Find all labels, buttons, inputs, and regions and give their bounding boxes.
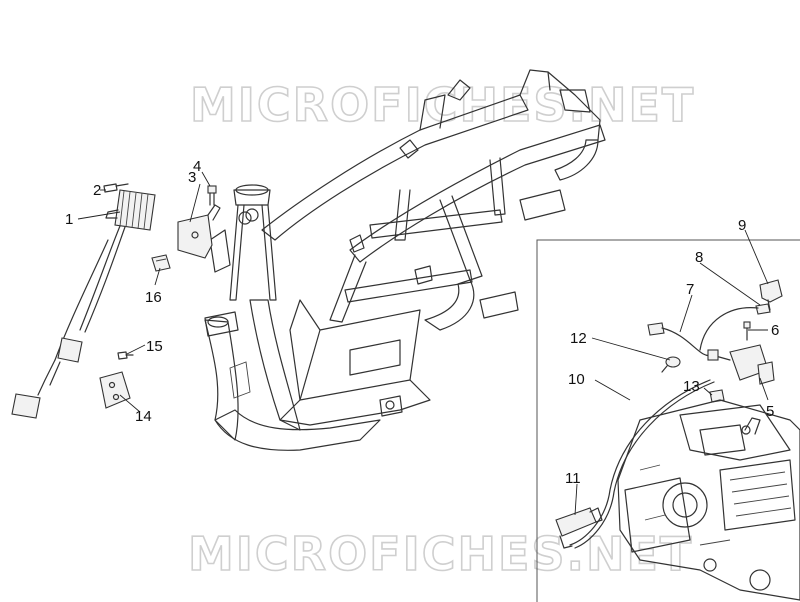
callout-15: 15 — [146, 338, 163, 355]
callout-1: 1 — [65, 211, 73, 228]
callout-12: 12 — [570, 330, 587, 347]
spark-plug-cap — [759, 279, 783, 311]
watermark-top: MICROFICHES.NET — [190, 78, 695, 132]
engine-block — [617, 399, 800, 601]
screw-15 — [117, 351, 134, 360]
callout-2: 2 — [93, 182, 101, 199]
bolt-6 — [743, 321, 751, 341]
callout-5: 5 — [766, 403, 774, 420]
callout-10: 10 — [568, 371, 585, 388]
hv-cable-7 — [647, 307, 759, 357]
watermark-bottom: MICROFICHES.NET — [188, 527, 693, 581]
callout-4: 4 — [193, 158, 201, 175]
detail-inset-frame — [536, 239, 800, 602]
rubber-plug-12 — [661, 356, 681, 373]
regulator-bracket — [177, 204, 221, 259]
callout-3: 3 — [188, 169, 196, 186]
voltage-regulator — [11, 189, 156, 419]
callout-6: 6 — [771, 322, 779, 339]
callout-13: 13 — [683, 378, 700, 395]
mounting-plate-14 — [99, 371, 131, 409]
callout-7: 7 — [686, 281, 694, 298]
ignition-coil — [707, 344, 775, 385]
callout-11: 11 — [565, 470, 581, 487]
fitting-8 — [755, 303, 771, 315]
bolt-4 — [207, 185, 217, 206]
scooter-frame — [204, 69, 606, 451]
callout-14: 14 — [135, 408, 152, 425]
clamp-13 — [709, 389, 725, 403]
callout-8: 8 — [695, 249, 703, 266]
sensor-11 — [555, 507, 603, 549]
leader-lines — [77, 171, 769, 516]
callout-9: 9 — [738, 217, 746, 234]
callout-16: 16 — [145, 289, 162, 306]
cable-10 — [569, 379, 715, 549]
clip-16 — [151, 254, 171, 272]
